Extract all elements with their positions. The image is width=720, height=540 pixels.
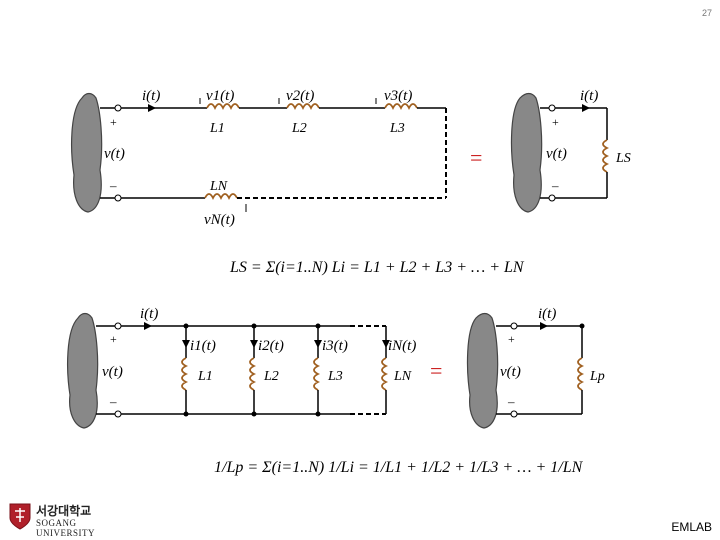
parallel-branch-n <box>381 326 390 414</box>
series-minus: – <box>109 178 117 193</box>
logo-korean-name: 서강대학교 <box>36 504 92 518</box>
series-voltage-label: v(t) <box>104 146 125 162</box>
series-l3-label: L3 <box>389 121 405 136</box>
series-inductor-l2 <box>286 103 320 111</box>
series-equiv-source <box>510 92 543 213</box>
series-v2-label: v2(t) <box>286 88 314 104</box>
sogang-emblem-icon <box>9 503 31 530</box>
parallel-equiv-current-label: i(t) <box>538 306 556 322</box>
series-inductor-l3 <box>384 103 418 111</box>
series-v1-label: v1(t) <box>206 88 234 104</box>
series-equiv-voltage-label: v(t) <box>546 146 567 162</box>
series-formula: LS = Σ(i=1..N) Li = L1 + L2 + L3 + … + L… <box>229 259 525 276</box>
footer-lab-name: EMLAB <box>671 520 712 534</box>
parallel-l2-label: L2 <box>263 369 279 384</box>
parallel-in-label: iN(t) <box>388 338 416 354</box>
parallel-equiv-voltage-label: v(t) <box>500 364 521 380</box>
series-vn-label: vN(t) <box>204 212 235 228</box>
series-equiv-l-label: LS <box>615 151 631 166</box>
parallel-l1-label: L1 <box>197 369 213 384</box>
series-equiv-inductor <box>602 139 610 173</box>
parallel-equiv-plus: + <box>508 332 515 346</box>
series-ln-label: LN <box>209 179 228 194</box>
parallel-equiv-source <box>466 312 499 429</box>
parallel-voltage-label: v(t) <box>102 364 123 380</box>
parallel-equiv-l-label: Lp <box>589 369 605 384</box>
series-l2-label: L2 <box>291 121 307 136</box>
series-plus: + <box>110 115 117 129</box>
series-v3-label: v3(t) <box>384 88 412 104</box>
parallel-branch-2 <box>249 323 258 417</box>
page-number: 27 <box>701 8 712 18</box>
series-equiv-plus: + <box>552 115 559 129</box>
university-logo: 서강대학교 SOGANG UNIVERSITY <box>4 500 114 538</box>
parallel-minus: – <box>109 394 117 409</box>
parallel-equiv-inductor <box>577 357 585 391</box>
series-equiv-minus: – <box>551 178 559 193</box>
series-equiv-current-label: i(t) <box>580 88 598 104</box>
parallel-i2-label: i2(t) <box>258 338 284 354</box>
series-current-label: i(t) <box>142 88 160 104</box>
parallel-source <box>67 312 99 429</box>
parallel-plus: + <box>110 332 117 346</box>
series-circuit: i(t) + v(t) – v1(t) v2(t) v3(t) L1 L2 L3… <box>71 88 631 276</box>
parallel-branch-1 <box>181 323 190 417</box>
parallel-current-label: i(t) <box>140 306 158 322</box>
parallel-l3-label: L3 <box>327 369 343 384</box>
parallel-ln-label: LN <box>393 369 412 384</box>
parallel-i1-label: i1(t) <box>190 338 216 354</box>
parallel-equals-sign: = <box>430 358 442 383</box>
series-inductor-l1 <box>206 103 240 111</box>
series-inductor-ln <box>204 193 238 201</box>
parallel-circuit: i(t) + v(t) – i1(t) i2(t) i3(t) iN(t) L1… <box>67 306 605 476</box>
parallel-equiv-minus: – <box>507 394 515 409</box>
series-l1-label: L1 <box>209 121 225 136</box>
parallel-i3-label: i3(t) <box>322 338 348 354</box>
parallel-formula: 1/Lp = Σ(i=1..N) 1/Li = 1/L1 + 1/L2 + 1/… <box>214 459 584 476</box>
series-source <box>71 92 103 213</box>
series-equals-sign: = <box>470 145 482 170</box>
logo-english-name: SOGANG UNIVERSITY <box>36 518 95 538</box>
parallel-branch-3 <box>313 323 322 417</box>
